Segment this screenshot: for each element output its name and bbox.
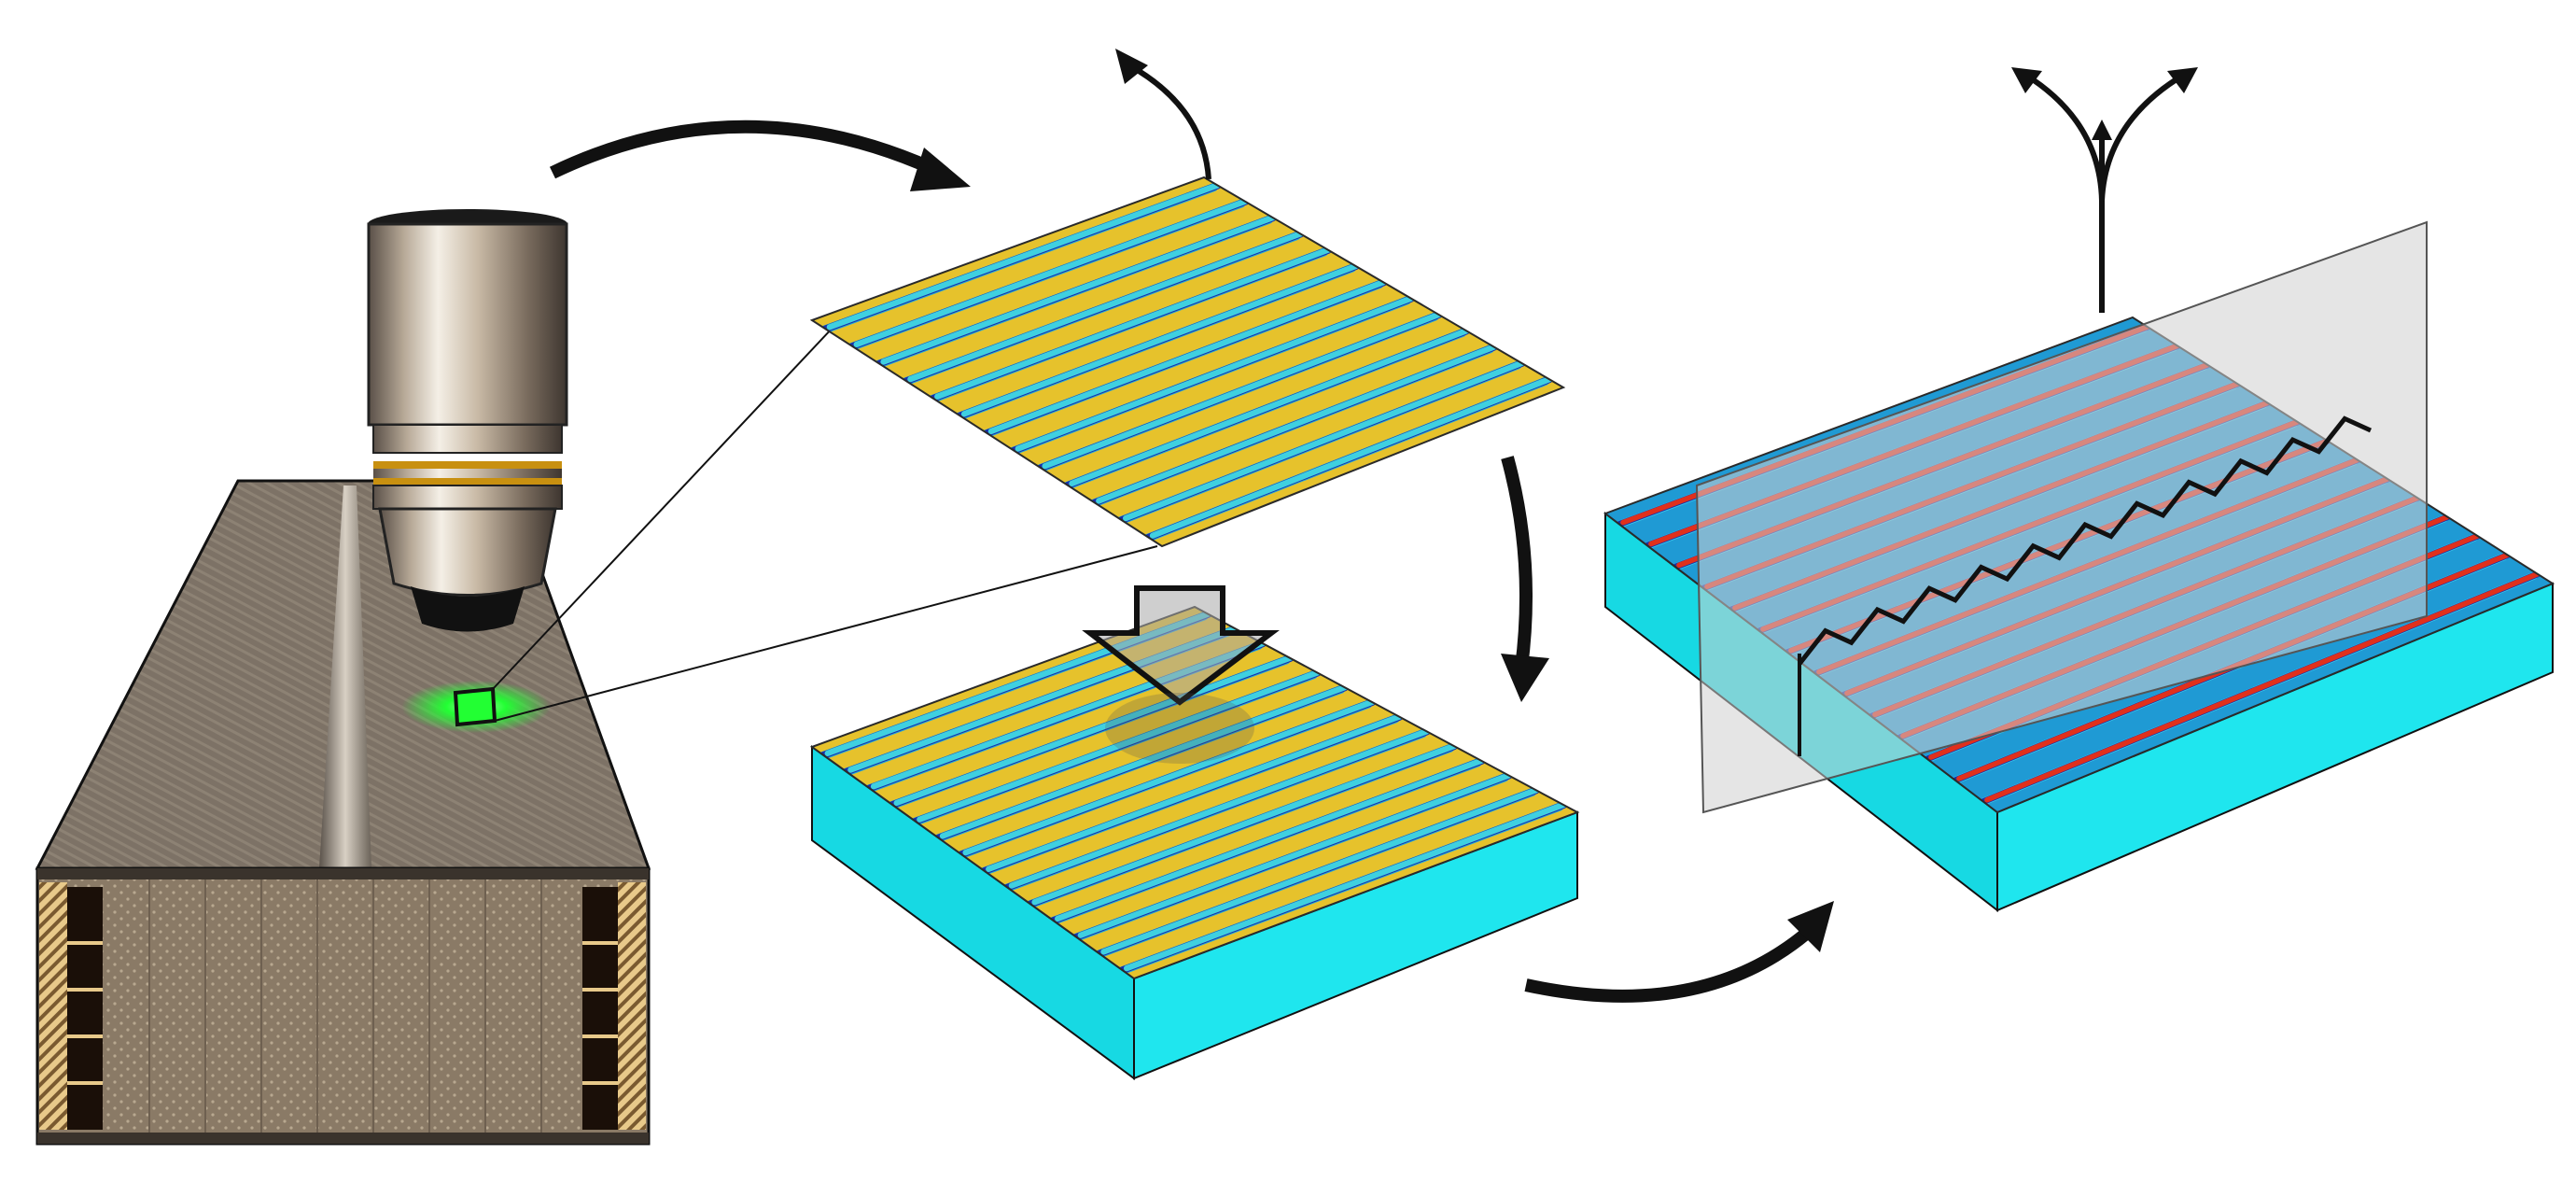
- surface-ridge: [893, 653, 1298, 807]
- sample-bottom-edge: [37, 1133, 649, 1144]
- surface-ridge: [1031, 741, 1462, 906]
- leveled-surface-block: [809, 605, 1580, 1080]
- branch-arrow-head-left: [2011, 67, 2042, 93]
- sample-fibers: [148, 879, 542, 1133]
- sample-left-channel-dividers: [67, 941, 103, 1085]
- branch-arrow-head-right: [2167, 67, 2198, 93]
- section-plane: [1695, 220, 2428, 814]
- surface-ridge: [1077, 770, 1517, 938]
- sample-right-wall: [618, 882, 646, 1130]
- sample-cross-section: [35, 866, 651, 1146]
- surface-ridge: [939, 682, 1352, 839]
- surface-ridge: [1055, 755, 1490, 922]
- surface-ridge: [880, 213, 1281, 365]
- surface-ridge: [1069, 326, 1474, 486]
- curved-arrow-icon: [1524, 928, 1811, 1003]
- surface-ridge: [1123, 799, 1571, 972]
- down-block-arrow-icon: [1082, 585, 1280, 764]
- zoom-line-lower: [494, 545, 1158, 722]
- curved-arrow-icon: [1501, 456, 1533, 668]
- sample-left-wall: [39, 882, 67, 1130]
- surface-ridge: [1042, 309, 1447, 470]
- surface-ridge: [853, 196, 1253, 348]
- curved-arrow-head: [1115, 49, 1148, 84]
- surface-ridge: [1123, 358, 1530, 522]
- sample-block-icon: [35, 479, 651, 1146]
- surface-ridge: [1149, 374, 1557, 539]
- sample-left-channel: [67, 887, 103, 1130]
- extracted-profile: [1798, 415, 2373, 666]
- curved-arrow-head: [1787, 901, 1834, 952]
- curved-arrow-head: [1501, 654, 1549, 702]
- zoom-line-upper: [492, 326, 834, 690]
- sample-top-edge: [37, 868, 649, 879]
- surface-ridge: [1096, 342, 1502, 504]
- surface-ridge: [826, 180, 1225, 331]
- branch-arrow-head-center: [2092, 120, 2112, 140]
- surface-ridge: [907, 229, 1309, 383]
- surface-ridge: [986, 711, 1407, 872]
- microscope-objective-icon: [367, 209, 568, 632]
- raw-surface-ridges: [817, 180, 1557, 544]
- surface-ridge: [1984, 570, 2544, 803]
- sample-right-channel-dividers: [582, 941, 618, 1085]
- surface-ridge: [987, 277, 1392, 435]
- curved-arrow-icon: [549, 120, 951, 182]
- surface-ridge: [1015, 293, 1419, 452]
- surface-ridge: [1100, 785, 1544, 955]
- analysis-surface-block: [1603, 220, 2555, 913]
- surface-ridge: [962, 697, 1379, 856]
- surface-ridge: [960, 261, 1364, 417]
- measurement-area-marker: [453, 686, 497, 727]
- surface-ridge: [1008, 726, 1435, 889]
- branching-arrow-icon: [2023, 72, 2186, 313]
- curved-arrow-head: [910, 148, 971, 191]
- sample-right-channel: [582, 887, 618, 1130]
- surface-ridge: [917, 668, 1325, 823]
- sample-ridge: [319, 485, 371, 868]
- surface-ridge: [934, 245, 1336, 400]
- curved-arrow-icon: [1127, 63, 1211, 180]
- raw-surface-map: [809, 176, 1566, 548]
